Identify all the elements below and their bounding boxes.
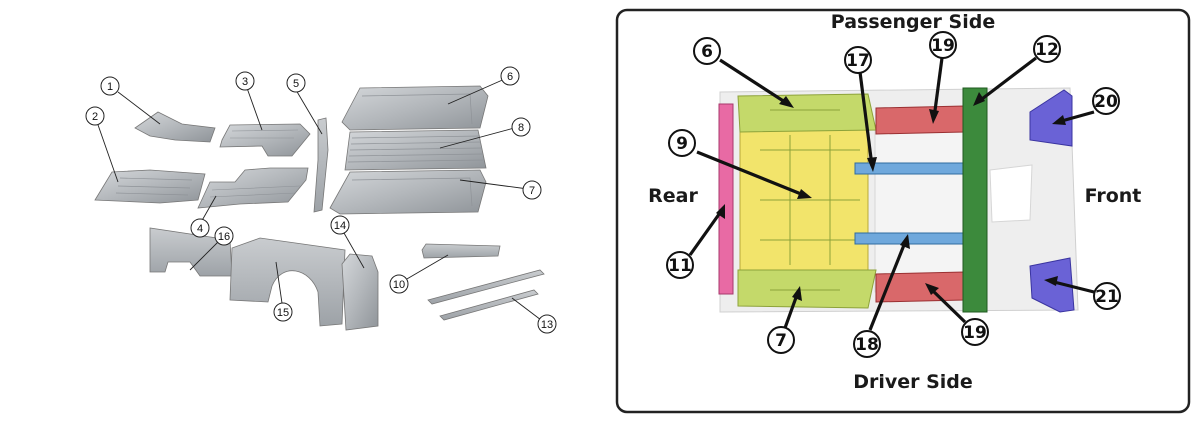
part-2-shape	[94, 169, 206, 204]
callout-3: 3	[235, 71, 255, 91]
rear-label: Rear	[648, 185, 698, 207]
callout-1: 1	[100, 76, 120, 96]
svg-text:2: 2	[92, 111, 98, 123]
part-callouts: 1 2 3 4 5 6 8 7 16 15 14 10 13	[85, 66, 557, 334]
svg-text:19: 19	[963, 323, 987, 343]
part-10-shape	[421, 243, 501, 259]
part-13-shape-a	[427, 269, 545, 305]
callout-6: 6	[500, 66, 520, 86]
floor-layout-panel: Passenger Side Driver Side Rear Front	[615, 8, 1191, 414]
svg-text:16: 16	[218, 231, 230, 243]
callout-2: 2	[85, 106, 105, 126]
callout-21-floor: 21	[1093, 282, 1121, 310]
exploded-parts-view: 1 2 3 4 5 6 8 7 16 15 14 10 13	[85, 66, 557, 334]
callout-16: 16	[214, 226, 234, 246]
callout-8: 8	[511, 117, 531, 137]
svg-text:21: 21	[1095, 287, 1119, 307]
passenger-side-label: Passenger Side	[831, 11, 995, 33]
part-13-shape-b	[439, 289, 539, 321]
svg-text:9: 9	[676, 134, 688, 154]
rail-passenger	[875, 105, 965, 135]
callout-19-bottom: 19	[961, 318, 989, 346]
arrow-heads	[716, 92, 1066, 301]
front-label: Front	[1085, 185, 1142, 207]
svg-text:6: 6	[701, 42, 713, 62]
svg-text:20: 20	[1094, 92, 1118, 112]
part-5-shape	[313, 117, 329, 213]
front-bracket-20	[1029, 89, 1073, 147]
crossmember-12	[962, 87, 988, 313]
svg-text:8: 8	[518, 122, 524, 134]
svg-text:7: 7	[529, 185, 535, 197]
callout-11-floor: 11	[666, 251, 694, 279]
part-6-shape	[341, 85, 489, 131]
callout-13: 13	[537, 314, 557, 334]
callout-7: 7	[522, 180, 542, 200]
part-3-shape	[219, 123, 311, 157]
svg-text:5: 5	[293, 78, 299, 90]
svg-text:13: 13	[541, 319, 553, 331]
svg-text:19: 19	[931, 36, 955, 56]
svg-text:1: 1	[107, 81, 113, 93]
part-14-shape	[341, 253, 379, 331]
callout-5: 5	[286, 73, 306, 93]
callout-20-floor: 20	[1092, 87, 1120, 115]
floor-side-passenger	[737, 93, 877, 133]
svg-text:15: 15	[277, 307, 289, 319]
callout-10: 10	[389, 274, 409, 294]
crossmember-18	[854, 232, 981, 245]
svg-text:12: 12	[1035, 40, 1059, 60]
part-leader-lines	[96, 77, 546, 324]
part-7-shape	[329, 169, 487, 215]
svg-text:6: 6	[507, 71, 513, 83]
svg-text:17: 17	[846, 51, 870, 71]
callout-17-floor: 17	[844, 46, 872, 74]
callout-15: 15	[273, 302, 293, 322]
rear-sill	[718, 103, 734, 295]
callout-arrows	[688, 56, 1095, 331]
part-8-shape	[344, 129, 487, 171]
part-1-shape	[134, 111, 216, 143]
svg-text:7: 7	[775, 331, 787, 351]
callout-4: 4	[190, 218, 210, 238]
callout-9-floor: 9	[668, 129, 696, 157]
callout-6-floor: 6	[693, 37, 721, 65]
svg-text:14: 14	[334, 220, 346, 232]
floor-callouts: 6 9 11 7 17 19 12 20 18 19 21	[666, 31, 1121, 358]
driver-side-label: Driver Side	[853, 371, 973, 393]
rail-driver	[875, 271, 965, 303]
front-bracket-21	[1029, 257, 1075, 313]
svg-text:18: 18	[855, 335, 879, 355]
svg-text:4: 4	[197, 223, 203, 235]
callout-12-floor: 12	[1033, 35, 1061, 63]
callout-14: 14	[330, 215, 350, 235]
svg-text:10: 10	[393, 279, 405, 291]
floor-side-driver	[737, 269, 877, 309]
callout-7-floor: 7	[767, 326, 795, 354]
callout-19-top: 19	[929, 31, 957, 59]
svg-text:11: 11	[668, 256, 692, 276]
svg-text:3: 3	[242, 76, 248, 88]
part-16-shape	[149, 227, 233, 277]
callout-18-floor: 18	[853, 330, 881, 358]
